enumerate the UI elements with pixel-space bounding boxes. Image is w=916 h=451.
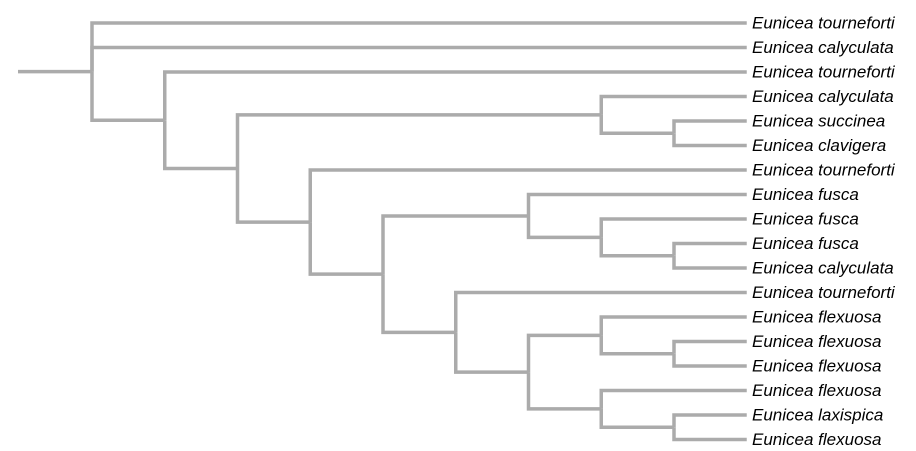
branch-tip xyxy=(163,70,747,121)
branch-internal xyxy=(599,408,674,429)
taxon-label: Eunicea tourneforti xyxy=(752,283,896,302)
branch-internal xyxy=(235,113,602,169)
branch-tip xyxy=(599,94,747,115)
branch-internal xyxy=(599,335,674,356)
branch-tip xyxy=(672,119,747,134)
branch-internal xyxy=(526,215,602,240)
branch-tip xyxy=(672,133,747,148)
taxon-label: Eunicea calyculata xyxy=(752,38,894,57)
branch-tip xyxy=(454,290,747,333)
branch-tip xyxy=(599,388,747,409)
taxon-label: Eunicea succinea xyxy=(752,112,885,131)
taxon-label: Eunicea flexuosa xyxy=(752,308,881,327)
branch-tip xyxy=(90,45,747,72)
taxon-label: Eunicea fusca xyxy=(752,234,859,253)
branch-internal xyxy=(381,274,456,335)
taxon-label: Eunicea calyculata xyxy=(752,259,894,278)
taxon-label: Eunicea flexuosa xyxy=(752,430,881,449)
branch-internal xyxy=(599,237,674,258)
branch-internal xyxy=(90,71,165,122)
branch-tip xyxy=(672,241,747,256)
taxon-label: Eunicea tourneforti xyxy=(752,161,896,180)
branch-internal xyxy=(526,333,602,373)
taxon-label: Eunicea tourneforti xyxy=(752,63,896,82)
taxon-label: Eunicea tourneforti xyxy=(752,14,896,33)
taxon-label: Eunicea flexuosa xyxy=(752,332,881,351)
branch-tip xyxy=(672,255,747,270)
branch-internal xyxy=(163,120,238,171)
branch-internal xyxy=(381,214,529,275)
branch-tip xyxy=(599,315,747,336)
branch-internal xyxy=(235,168,311,224)
branch-tip xyxy=(672,427,747,442)
taxon-label: Eunicea flexuosa xyxy=(752,381,881,400)
taxon-label: Eunicea flexuosa xyxy=(752,357,881,376)
branch-tip xyxy=(672,413,747,428)
branch-internal xyxy=(454,332,529,374)
taxon-label: Eunicea clavigera xyxy=(752,136,886,155)
branch-tip xyxy=(599,217,747,238)
branch-internal xyxy=(526,372,602,411)
branch-internal xyxy=(599,114,674,135)
branch-tip xyxy=(672,353,747,368)
branch-internal xyxy=(308,222,383,276)
taxon-label: Eunicea fusca xyxy=(752,210,859,229)
taxon-label: Eunicea laxispica xyxy=(752,406,883,425)
taxon-label: Eunicea calyculata xyxy=(752,87,894,106)
branch-tip xyxy=(308,168,747,223)
branch-tip xyxy=(672,339,747,354)
taxon-label: Eunicea fusca xyxy=(752,185,859,204)
branch-tip xyxy=(526,192,747,216)
